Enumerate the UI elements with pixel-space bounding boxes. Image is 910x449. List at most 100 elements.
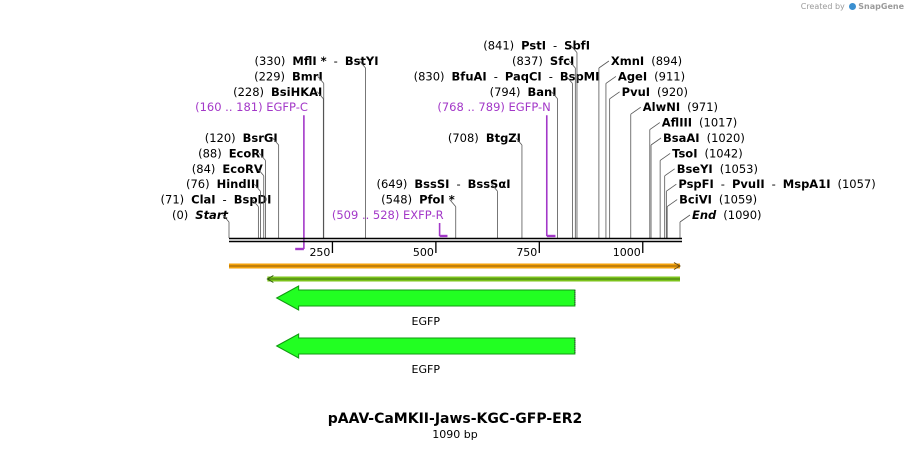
site-xmni[interactable]: XmnI(894) xyxy=(598,54,682,238)
site-leader-line xyxy=(551,91,558,100)
site-clai[interactable]: (71)ClaI-BspDI xyxy=(161,193,272,238)
site-label: BsaAI(1020) xyxy=(663,131,745,145)
site-position: (649) xyxy=(376,177,407,191)
feature-tracks xyxy=(229,262,681,283)
site-position: (330) xyxy=(254,54,285,68)
primer-egfp-c[interactable]: (160 .. 181) EGFP-C xyxy=(195,100,308,251)
site-position: (1059) xyxy=(719,193,757,207)
site-enzyme-name: MflI * xyxy=(292,54,326,68)
site-pfoi[interactable]: (548)PfoI * xyxy=(381,193,457,238)
site-end[interactable]: End(1090) xyxy=(679,208,762,238)
orange-track-arrowhead xyxy=(673,262,681,270)
site-alwni[interactable]: AlwNI(971) xyxy=(630,100,718,238)
site-afliii[interactable]: AflIII(1017) xyxy=(649,116,738,238)
site-leader-line xyxy=(659,153,671,161)
site-pvui[interactable]: PvuI(920) xyxy=(609,85,688,238)
site-position: (830) xyxy=(414,69,445,83)
ruler-tick-label: 500 xyxy=(413,246,434,259)
site-leader-line xyxy=(609,91,620,100)
site-bani[interactable]: (794)BanI xyxy=(490,85,558,238)
site-tsoi[interactable]: TsoI(1042) xyxy=(659,146,743,238)
primer-exfp-r[interactable]: (509 .. 528) EXFP-R xyxy=(332,208,448,238)
site-bsssi[interactable]: (649)BssSI-BssSαI xyxy=(376,177,511,238)
site-enzyme-name: PstI xyxy=(521,39,546,53)
site-leader-line xyxy=(664,168,675,177)
site-psti[interactable]: (841)PstI-SbfI xyxy=(483,39,590,238)
site-position: (76) xyxy=(186,177,210,191)
site-position: (228) xyxy=(233,85,264,99)
site-label: (649)BssSI-BssSαI xyxy=(376,177,510,191)
site-separator: - xyxy=(553,39,557,53)
site-enzyme-name: EcoRI xyxy=(229,146,265,160)
site-enzyme-name: BfuAI xyxy=(452,69,487,83)
feature-egfp-2[interactable]: EGFP xyxy=(275,333,576,376)
restriction-sites: (0)Start(71)ClaI-BspDI (76) HindIII(84)Eco… xyxy=(161,39,876,238)
site-start[interactable]: (0)Start xyxy=(172,208,230,238)
site-enzyme-name: BseYI xyxy=(677,162,713,176)
site-leader-line xyxy=(222,214,230,223)
site-enzyme-name: BciVI xyxy=(679,193,712,207)
site-enzyme-name: PvuII xyxy=(732,177,765,191)
site-label: (0)Start xyxy=(172,208,229,222)
site-leader-line xyxy=(254,183,261,192)
site-enzyme-name: BtgZI xyxy=(486,131,521,145)
site-enzyme-name: BssSI xyxy=(414,177,449,191)
site-position: (548) xyxy=(381,193,412,207)
site-enzyme-name: PspFI xyxy=(678,177,713,191)
site-label: (88) EcoRI xyxy=(198,146,264,160)
site-label: (837)SfcI xyxy=(512,54,574,68)
feature-egfp-1[interactable]: EGFP xyxy=(275,285,576,328)
site-separator: - xyxy=(456,177,460,191)
site-label: (228)BsiHKAI xyxy=(233,85,322,99)
site-label: PspFI-PvuII-MspA1I(1057) xyxy=(678,177,875,191)
feature-arrow xyxy=(275,285,576,311)
site-leader-line xyxy=(605,76,617,84)
snapgene-credit: Created by SnapGene xyxy=(801,2,904,11)
primer-label: (768 .. 789) EGFP-N xyxy=(437,100,550,114)
site-leader-line xyxy=(569,60,576,69)
site-bsihkai[interactable]: (228)BsiHKAI xyxy=(233,85,324,238)
feature-label: EGFP xyxy=(412,315,441,328)
site-enzyme-name: HindIII xyxy=(217,177,260,191)
site-mfli[interactable]: (330)MflI *-BstYI xyxy=(254,54,379,238)
site-enzyme-name: PaqCI xyxy=(505,69,542,83)
site-pspfi[interactable]: PspFI-PvuII-MspA1I(1057) xyxy=(665,177,876,238)
site-bfuai[interactable]: (830)BfuAI-PaqCI-BspMI xyxy=(414,69,600,238)
primer-label: (160 .. 181) EGFP-C xyxy=(195,100,308,114)
site-position: (794) xyxy=(490,85,521,99)
site-bmri[interactable]: (229)BmrI xyxy=(254,69,325,238)
site-separator: - xyxy=(334,54,338,68)
site-leader-line xyxy=(252,199,259,207)
plasmid-length: 1090 bp xyxy=(432,428,477,441)
site-label: XmnI(894) xyxy=(611,54,682,68)
site-enzyme-name: BmrI xyxy=(292,69,323,83)
feature-label: EGFP xyxy=(412,363,441,376)
site-label: TsoI(1042) xyxy=(672,146,743,160)
site-hindiii[interactable]: (76) HindIII xyxy=(186,177,261,238)
site-bsaai[interactable]: BsaAI(1020) xyxy=(650,131,745,238)
site-agei[interactable]: AgeI(911) xyxy=(605,69,685,238)
snapgene-logo-icon xyxy=(849,3,857,10)
site-leader-line xyxy=(491,183,498,192)
site-leader-line xyxy=(598,60,610,69)
site-enzyme-name: ClaI xyxy=(191,193,215,207)
site-label: AgeI(911) xyxy=(618,69,685,83)
site-bcivi[interactable]: BciVI (1059) xyxy=(666,193,757,238)
site-ecori[interactable]: (88) EcoRI xyxy=(198,146,266,238)
primer-egfp-n[interactable]: (768 .. 789) EGFP-N xyxy=(437,100,556,238)
credit-brand: SnapGene xyxy=(858,2,904,11)
feature-arrow xyxy=(275,333,576,359)
site-position: (971) xyxy=(687,100,718,114)
ruler-tick-label: 750 xyxy=(516,246,537,259)
site-btgzi[interactable]: (708)BtgZI xyxy=(448,131,523,238)
site-sfci[interactable]: (837)SfcI xyxy=(512,54,576,238)
site-label: End(1090) xyxy=(692,208,762,222)
site-bseyi[interactable]: BseYI(1053) xyxy=(664,162,758,238)
site-ecorv[interactable]: (84)EcoRV xyxy=(192,162,265,238)
site-position: (88) xyxy=(198,146,222,160)
site-separator: - xyxy=(494,69,498,83)
site-leader-line xyxy=(630,106,641,115)
site-bsrgi[interactable]: (120)BsrGI xyxy=(205,131,280,238)
